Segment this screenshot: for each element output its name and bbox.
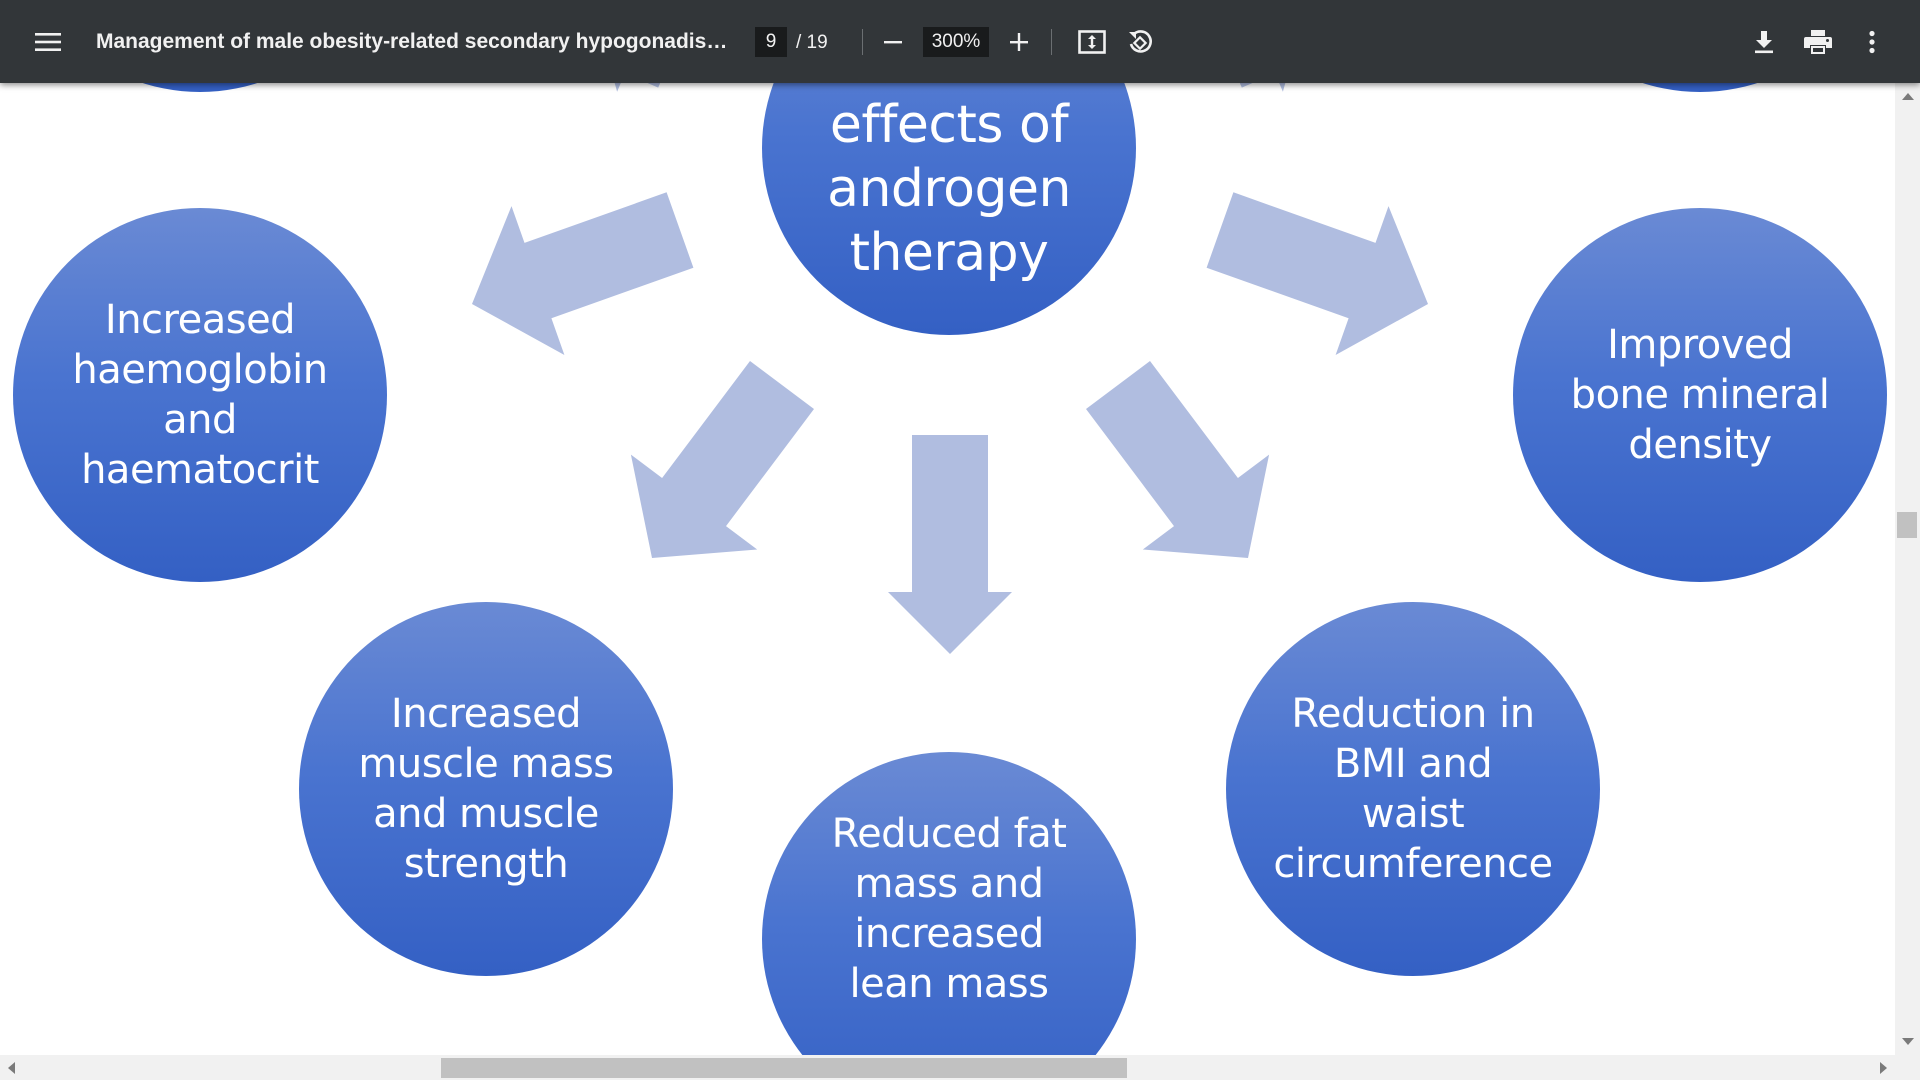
- scroll-up-icon[interactable]: [1902, 93, 1914, 100]
- arrow-to-bmi: [1086, 361, 1270, 558]
- toolbar-divider: [1051, 29, 1052, 55]
- hamburger-menu-icon[interactable]: [26, 20, 70, 64]
- effect-label: Increased muscle mass and muscle strengt…: [358, 691, 614, 887]
- scroll-down-icon[interactable]: [1902, 1038, 1914, 1045]
- zoom-level-input[interactable]: 300%: [923, 27, 989, 57]
- horizontal-scrollbar-thumb[interactable]: [441, 1058, 1127, 1078]
- page-count: / 19: [796, 32, 828, 53]
- vertical-scrollbar-thumb[interactable]: [1897, 512, 1917, 538]
- page-number-input[interactable]: 9: [755, 27, 787, 57]
- more-options-icon[interactable]: [1850, 20, 1894, 64]
- rotate-icon[interactable]: [1118, 20, 1162, 64]
- effect-label: Improved bone mineral density: [1570, 322, 1830, 468]
- effect-label: Reduced fat mass and increased lean mass: [831, 811, 1067, 1007]
- androgen-effects-diagram: effects of androgen therapy Increased ha…: [0, 83, 1895, 1055]
- zoom-in-icon[interactable]: [997, 20, 1041, 64]
- vertical-scrollbar[interactable]: [1895, 83, 1920, 1055]
- arrow-to-haemoglobin: [472, 192, 694, 355]
- effect-circle-haemoglobin: Increased haemoglobin and haematocrit: [13, 208, 387, 582]
- arrow-to-bone-density: [1206, 192, 1428, 355]
- viewer-toolbar: Management of male obesity-related secon…: [0, 0, 1920, 83]
- effect-circle-fat-mass: Reduced fat mass and increased lean mass: [762, 752, 1136, 1055]
- fit-to-page-icon[interactable]: [1070, 20, 1114, 64]
- effect-label: Reduction in BMI and waist circumference: [1273, 691, 1553, 887]
- effect-label: Increased haemoglobin and haematocrit: [72, 297, 328, 493]
- effect-circle-muscle: Increased muscle mass and muscle strengt…: [299, 602, 673, 976]
- zoom-out-icon[interactable]: [871, 20, 915, 64]
- scroll-right-icon[interactable]: [1880, 1062, 1887, 1074]
- diagram-circle-partial: [1513, 83, 1887, 92]
- diagram-arrows: [472, 83, 1428, 654]
- download-icon[interactable]: [1742, 20, 1786, 64]
- arrow-partial-right: [1239, 83, 1286, 92]
- arrow-partial-left: [614, 83, 661, 92]
- print-icon[interactable]: [1796, 20, 1840, 64]
- scroll-left-icon[interactable]: [8, 1062, 15, 1074]
- effect-circle-bmi: Reduction in BMI and waist circumference: [1226, 602, 1600, 976]
- effect-circle-bone-density: Improved bone mineral density: [1513, 208, 1887, 582]
- toolbar-divider: [862, 29, 863, 55]
- document-title: Management of male obesity-related secon…: [96, 30, 736, 53]
- center-label: effects of androgen therapy: [827, 95, 1071, 283]
- arrow-to-fat-mass: [888, 435, 1012, 654]
- arrow-to-muscle: [630, 361, 814, 558]
- document-page-area: effects of androgen therapy Increased ha…: [0, 83, 1895, 1055]
- diagram-circle-partial: [13, 83, 387, 92]
